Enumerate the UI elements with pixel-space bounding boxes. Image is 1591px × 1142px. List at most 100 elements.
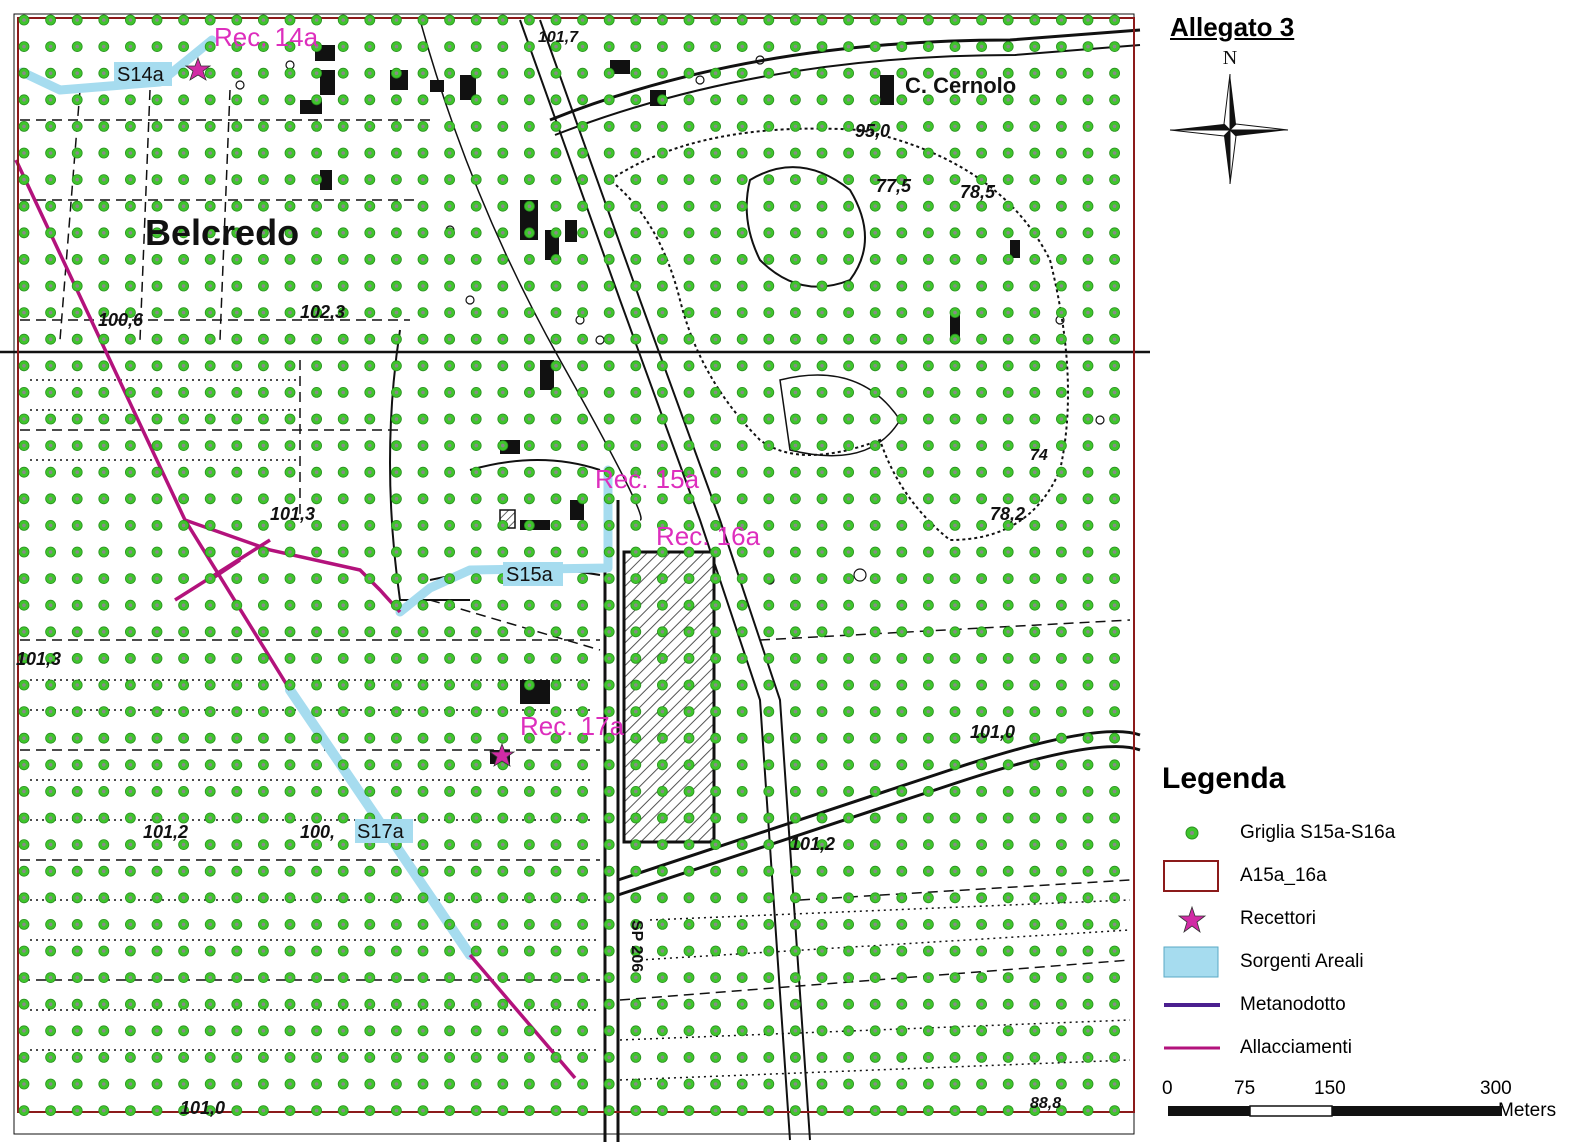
grid-point: [923, 280, 934, 292]
grid-point: [178, 147, 190, 159]
grid-point: [949, 280, 961, 292]
grid-point: [231, 253, 243, 265]
grid-point: [790, 41, 801, 52]
grid-point: [231, 972, 243, 983]
grid-point: [763, 360, 775, 372]
grid-point: [151, 972, 163, 983]
grid-point: [816, 466, 828, 478]
grid-point: [1109, 386, 1120, 398]
grid-point: [790, 1025, 801, 1037]
elevation-label: 101,3: [270, 504, 315, 524]
grid-point: [1056, 945, 1067, 957]
grid-point: [550, 626, 562, 638]
grid-point: [790, 227, 801, 239]
map-canvas[interactable]: Belcredo C. Cernolo 101,7 95,0 77,5 78,5…: [0, 0, 1150, 1142]
grid-point: [736, 706, 748, 717]
grid-point: [816, 413, 828, 425]
grid-point: [390, 786, 402, 797]
grid-point: [151, 440, 163, 452]
receptor-star-rec-14a[interactable]: [184, 56, 212, 81]
grid-point: [311, 998, 323, 1010]
grid-point: [417, 360, 429, 372]
grid-point: [577, 520, 588, 531]
grid-point: [550, 1078, 562, 1090]
grid-point: [124, 653, 136, 664]
grid-point: [1056, 653, 1067, 664]
grid-point: [577, 1078, 588, 1090]
grid-point: [1109, 1025, 1120, 1037]
source-area-s15a[interactable]: [395, 465, 613, 617]
grid-point: [151, 147, 163, 159]
grid-point: [257, 1052, 269, 1063]
grid-point: [124, 759, 136, 771]
grid-point: [630, 945, 642, 957]
grid-point: [630, 892, 642, 904]
grid-point: [763, 413, 775, 425]
grid-point: [497, 865, 509, 877]
grid-point: [257, 174, 269, 186]
grid-point: [816, 892, 828, 904]
legend-item-area: A15a_16a: [1162, 858, 1462, 894]
grid-point: [657, 147, 668, 159]
scale-unit-label: Meters: [1498, 1100, 1557, 1121]
grid-point: [18, 94, 30, 106]
grid-point: [98, 1105, 110, 1116]
grid-point: [790, 599, 801, 611]
grid-point: [444, 1025, 456, 1037]
grid-point: [657, 812, 668, 824]
grid-point: [710, 227, 721, 239]
grid-point: [470, 839, 482, 850]
grid-point: [550, 520, 562, 531]
grid-point: [444, 94, 456, 106]
map-panel[interactable]: Belcredo C. Cernolo 101,7 95,0 77,5 78,5…: [0, 0, 1150, 1142]
grid-point: [949, 998, 961, 1010]
grid-point: [630, 998, 642, 1010]
grid-point: [630, 972, 642, 983]
grid-point: [630, 41, 642, 52]
connection-line-east[interactable]: [184, 518, 402, 614]
grid-point: [98, 1025, 110, 1037]
grid-point: [949, 413, 961, 425]
grid-point: [710, 360, 721, 372]
grid-point: [790, 1052, 801, 1063]
grid-point: [337, 253, 349, 265]
grid-point: [45, 786, 56, 797]
grid-point: [71, 1105, 83, 1116]
grid-point: [683, 1078, 695, 1090]
grid-point: [497, 227, 509, 239]
grid-point: [736, 945, 748, 957]
area-outline-a15a-16a[interactable]: [17, 17, 1135, 1113]
receptor-star-rec-17a[interactable]: [488, 742, 516, 767]
grid-point: [390, 759, 402, 771]
grid-point: [231, 386, 243, 398]
grid-point: [45, 1025, 56, 1037]
grid-point: [71, 786, 83, 797]
grid-point: [1082, 333, 1094, 345]
grid-point: [550, 1025, 562, 1037]
grid-point: [364, 865, 376, 877]
grid-point: [124, 147, 136, 159]
grid-point: [603, 41, 615, 52]
grid-point: [524, 493, 535, 505]
grid-point: [204, 546, 216, 558]
grid-point: [949, 812, 961, 824]
grid-point: [524, 786, 535, 797]
grid-point: [284, 121, 296, 132]
grid-point: [843, 67, 854, 79]
grid-point: [630, 1025, 642, 1037]
grid-point: [124, 546, 136, 558]
grid-point: [657, 200, 668, 212]
grid-point: [816, 546, 828, 558]
grid-point: [204, 307, 216, 319]
grid-point: [577, 626, 588, 638]
grid-point: [417, 1105, 429, 1116]
grid-point: [577, 1052, 588, 1063]
grid-point: [603, 839, 615, 850]
grid-point: [1082, 732, 1094, 744]
elevation-label: 102,3: [300, 302, 345, 322]
grid-point: [603, 759, 615, 771]
grid-point: [417, 520, 429, 531]
grid-point: [603, 466, 615, 478]
grid-point: [71, 759, 83, 771]
grid-point: [550, 280, 562, 292]
